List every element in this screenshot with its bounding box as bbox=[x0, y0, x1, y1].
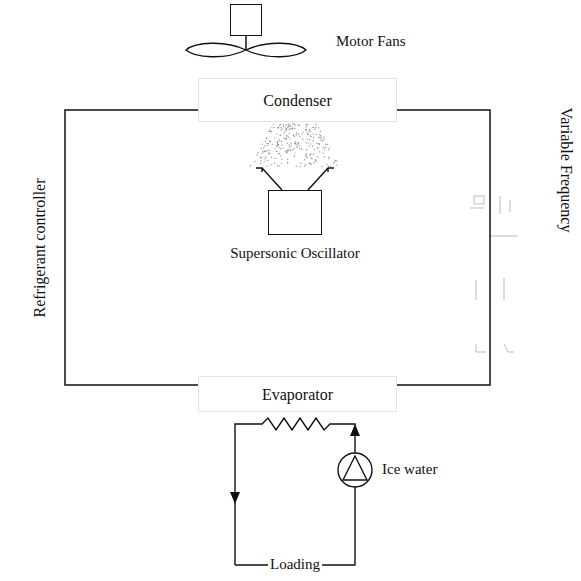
node-label: Evaporator bbox=[199, 386, 396, 404]
condenser-box: Condenser bbox=[198, 78, 397, 122]
motor-fan: Motor Fans bbox=[230, 4, 262, 36]
line-label: Refrigerant controller bbox=[31, 176, 49, 319]
loading-label: Loading bbox=[268, 556, 322, 573]
fan-blade bbox=[186, 43, 246, 57]
node-label: Supersonic Oscillator bbox=[230, 245, 360, 262]
refrigerant-line bbox=[397, 110, 490, 385]
node-label: Motor Fans bbox=[336, 33, 406, 50]
ice-water-label: Ice water bbox=[380, 461, 439, 478]
node-label: Condenser bbox=[199, 92, 396, 110]
ice-water-loop bbox=[235, 418, 372, 565]
refrigerant-line bbox=[65, 110, 198, 385]
evaporator-box: Evaporator bbox=[198, 376, 397, 412]
line-label: Variable Frequency bbox=[557, 106, 575, 235]
flow-arrow bbox=[230, 492, 240, 504]
supersonic-oscillator: Supersonic Oscillator bbox=[268, 190, 322, 235]
flow-arrow bbox=[350, 424, 360, 436]
fan-shaft bbox=[245, 36, 247, 50]
compressor-sketch bbox=[470, 196, 518, 352]
oscillator-horn bbox=[256, 168, 334, 190]
ultrasonic-spray bbox=[250, 123, 338, 167]
fan-blade bbox=[246, 43, 306, 57]
